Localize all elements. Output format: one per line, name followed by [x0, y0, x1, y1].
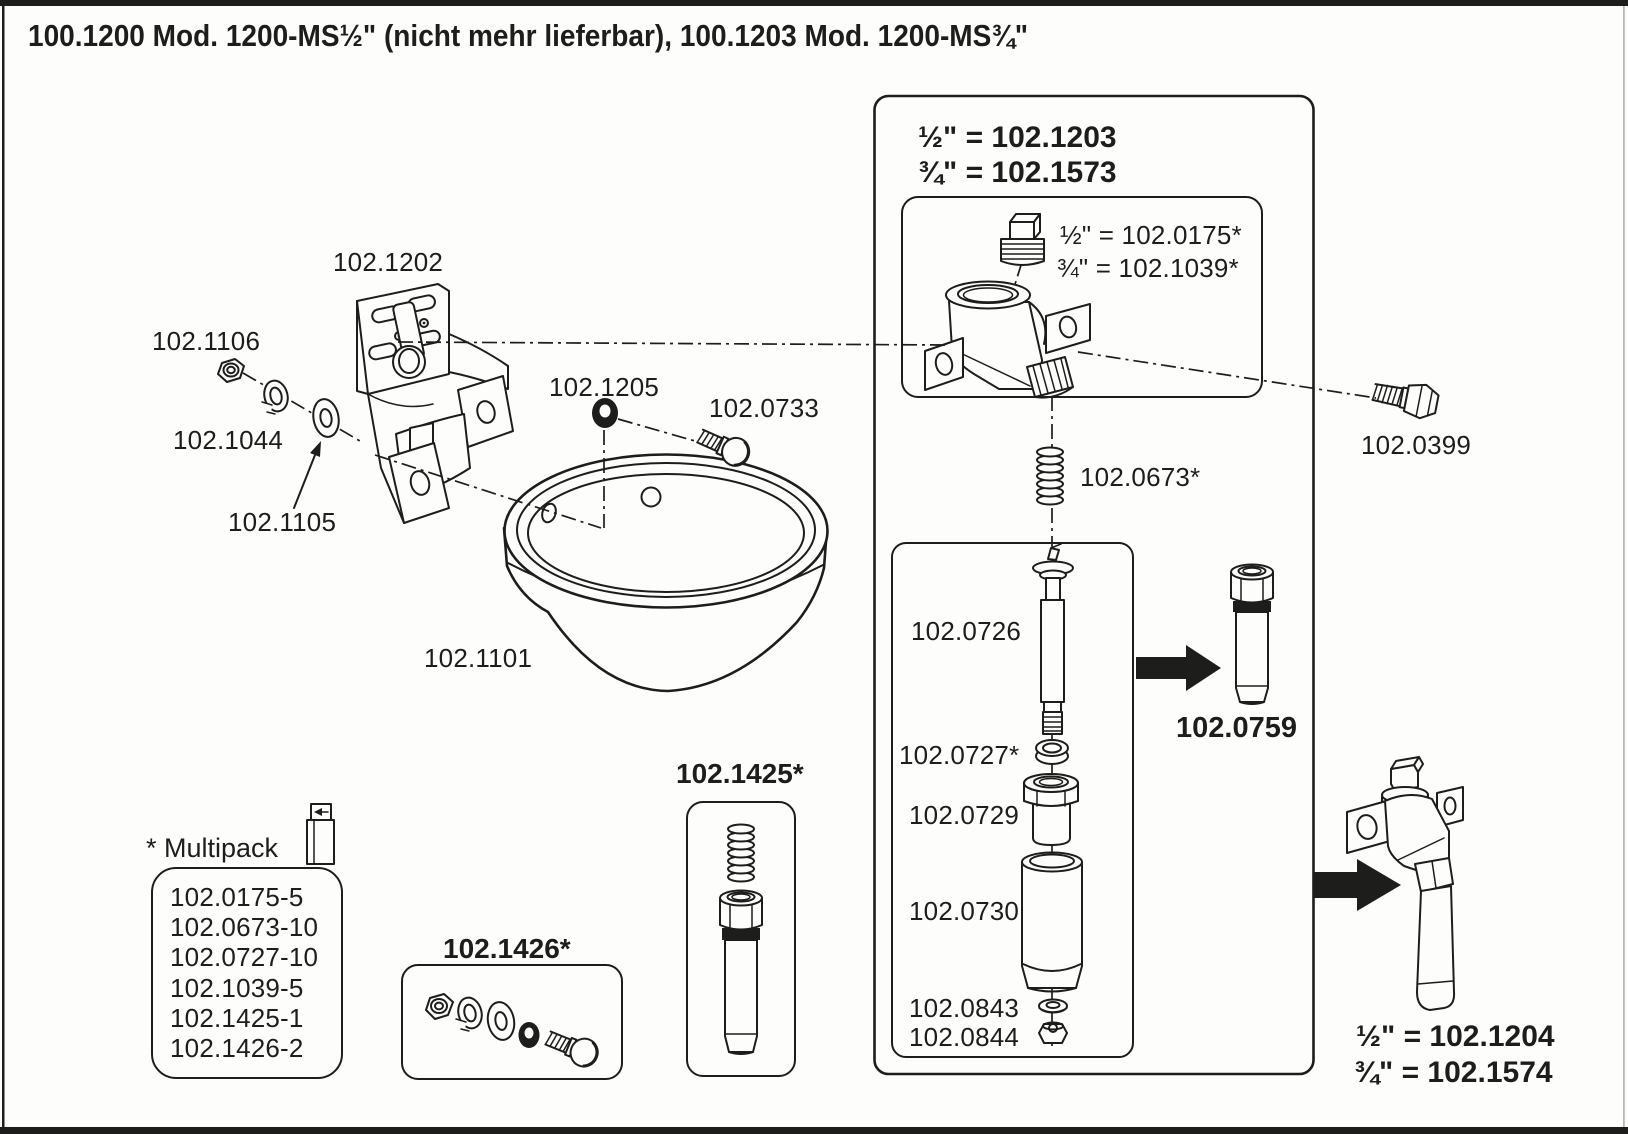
lock-washer-drawing [259, 379, 289, 415]
label-valve-size-three-quarter: ¾" = 102.1573 [918, 156, 1117, 189]
label-cartridge-nut: 102.0844 [909, 1022, 1019, 1052]
o-ring-drawing [592, 398, 618, 428]
bowl-screw-drawing [696, 428, 751, 467]
nut-drawing [217, 358, 245, 383]
flat-washer-drawing [312, 398, 340, 438]
spacer-pointer-arrow [293, 441, 321, 509]
label-plug-three-quarter: ¾" = 102.1039* [1057, 253, 1239, 283]
center-line-bracket-bowl [374, 454, 602, 529]
label-cartridge-washer: 102.0843 [909, 993, 1019, 1023]
label-plug-half: ½" = 102.0175* [1060, 220, 1242, 250]
label-seal: 102.0727* [899, 740, 1019, 770]
frame-right [1623, 6, 1625, 1127]
plug-drawing [1000, 213, 1045, 266]
cartridge-complete-drawing [1230, 563, 1274, 705]
label-spacer: 102.1105 [228, 507, 336, 537]
multipack-item: 102.1426-2 [170, 1033, 304, 1063]
arrow-to-cartridge-icon [1136, 645, 1221, 691]
mounting-bolt-drawing [1371, 383, 1440, 420]
label-mounting-kit: 102.1426* [443, 933, 571, 964]
cartridge-kit-drawing [719, 823, 763, 1055]
valve-stem-drawing [1032, 543, 1074, 735]
label-mounting-bolt: 102.0399 [1361, 430, 1471, 460]
spring-drawing [1036, 446, 1064, 506]
small-nut-drawing [1038, 1021, 1068, 1044]
valve-guide-drawing [1023, 773, 1079, 846]
label-stem: 102.0726 [911, 616, 1021, 646]
valve-variant-box [873, 94, 1315, 1076]
frame-bottom [0, 1127, 1628, 1134]
mounting-kit-box [401, 964, 623, 1080]
multipack-item: 102.0727-10 [170, 942, 318, 972]
label-valve-size-half: ½" = 102.1203 [918, 121, 1117, 154]
label-guide: 102.0729 [909, 800, 1019, 830]
cartridge-parts-box [891, 542, 1134, 1058]
frame-top [0, 0, 1628, 6]
multipack-icon [306, 803, 335, 865]
center-line-horizontal [397, 341, 951, 346]
label-sleeve: 102.0730 [909, 896, 1019, 926]
label-spring: 102.0673* [1080, 462, 1200, 492]
label-nut: 102.1106 [152, 326, 260, 356]
label-wall-bracket: 102.1202 [333, 247, 443, 277]
label-washer: 102.1044 [173, 425, 283, 455]
label-o-ring: 102.1205 [549, 372, 659, 402]
multipack-item: 102.0673-10 [170, 912, 318, 942]
label-cartridge-kit: 102.1425* [676, 758, 804, 789]
complete-valve-drawing [1346, 756, 1464, 1011]
arrow-to-valve-icon [1313, 859, 1401, 911]
label-bowl: 102.1101 [424, 643, 532, 673]
center-line-fasteners [242, 372, 361, 442]
multipack-item: 102.0175-5 [170, 882, 304, 912]
multipack-heading: * Multipack [146, 833, 279, 863]
label-cartridge-complete: 102.0759 [1176, 712, 1297, 744]
seal-ring-drawing [1035, 739, 1069, 765]
wall-bracket-drawing [356, 283, 514, 524]
mounting-kit-drawing [425, 993, 599, 1068]
plug-valve-body-box [901, 196, 1263, 398]
small-washer-drawing [1038, 998, 1068, 1014]
label-bowl-screw: 102.0733 [709, 393, 819, 423]
valve-body-drawing [924, 280, 1091, 399]
center-line-to-bolt [1077, 351, 1377, 399]
label-valve-complete-half: ½" = 102.1204 [1356, 1020, 1555, 1053]
multipack-item: 102.1039-5 [170, 973, 304, 1003]
frame-left [2, 6, 5, 1127]
multipack-list-box [151, 867, 343, 1079]
label-valve-complete-three-quarter: ¾" = 102.1574 [1354, 1056, 1553, 1089]
bowl-drawing [502, 453, 829, 693]
sleeve-drawing [1021, 851, 1083, 993]
page-title: 100.1200 Mod. 1200-MS½" (nicht mehr lief… [28, 18, 1028, 53]
center-line-oring-screw [617, 418, 696, 442]
cartridge-kit-box [686, 801, 796, 1077]
multipack-item: 102.1425-1 [170, 1003, 304, 1033]
